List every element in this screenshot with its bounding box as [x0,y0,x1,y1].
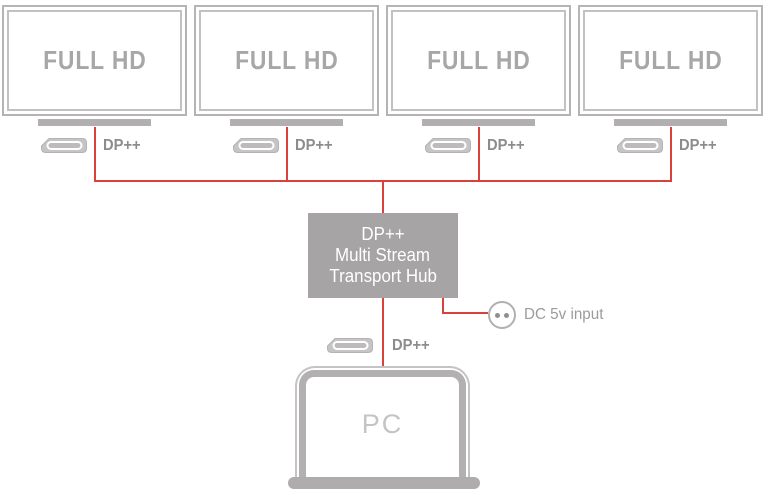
monitor-3-label: FULL HD [426,45,531,75]
monitor-2-screen: FULL HD [199,10,374,111]
displayport-icon [425,138,471,153]
monitor-3: FULL HD DP++ [386,5,571,165]
monitor-1-screen: FULL HD [7,10,182,111]
pc-label: PC [361,409,404,439]
monitor-4-port-label: DP++ [679,137,717,154]
monitor-4-label: FULL HD [618,45,723,75]
cable-monitor-2 [286,127,288,182]
monitor-2-stand [230,119,343,126]
monitor-1-frame: FULL HD [2,5,187,116]
monitor-3-screen: FULL HD [391,10,566,111]
hub-line-3: Transport Hub [329,266,437,286]
cable-monitor-4 [670,127,672,182]
monitor-3-stand [422,119,535,126]
laptop-base [288,477,480,489]
power-socket-icon [488,301,516,329]
displayport-icon [327,338,373,353]
laptop-screen: PC [299,370,466,477]
monitor-3-port-label: DP++ [487,137,525,154]
cable-hub-to-power-h [442,312,488,314]
monitor-2-frame: FULL HD [194,5,379,116]
monitor-1-port-label: DP++ [103,137,141,154]
cable-bus-to-hub [382,182,384,213]
monitor-1-stand [38,119,151,126]
cable-hub-to-pc [382,298,384,368]
pc-port-label: DP++ [392,337,430,354]
displayport-icon [233,138,279,153]
displayport-icon [617,138,663,153]
monitor-4-stand [614,119,727,126]
monitor-1-label: FULL HD [42,45,147,75]
power-socket-pin-left [495,313,500,318]
cable-bus [94,180,672,182]
monitor-4: FULL HD DP++ [578,5,763,165]
monitor-2: FULL HD DP++ [194,5,379,165]
mst-hub-box: DP++ Multi Stream Transport Hub [308,213,458,298]
power-socket-pin-right [504,313,509,318]
cable-monitor-3 [478,127,480,182]
monitor-1: FULL HD DP++ [2,5,187,165]
cable-hub-to-power-v [442,298,444,314]
monitor-2-port-label: DP++ [295,137,333,154]
monitor-4-frame: FULL HD [578,5,763,116]
cable-monitor-1 [94,127,96,182]
laptop-icon: PC [295,366,470,477]
monitor-3-frame: FULL HD [386,5,571,116]
hub-line-2: Multi Stream [335,245,431,265]
power-input-label: DC 5v input [524,306,604,323]
monitor-2-label: FULL HD [234,45,339,75]
monitor-4-screen: FULL HD [583,10,758,111]
hub-line-1: DP++ [361,224,405,244]
displayport-icon [41,138,87,153]
